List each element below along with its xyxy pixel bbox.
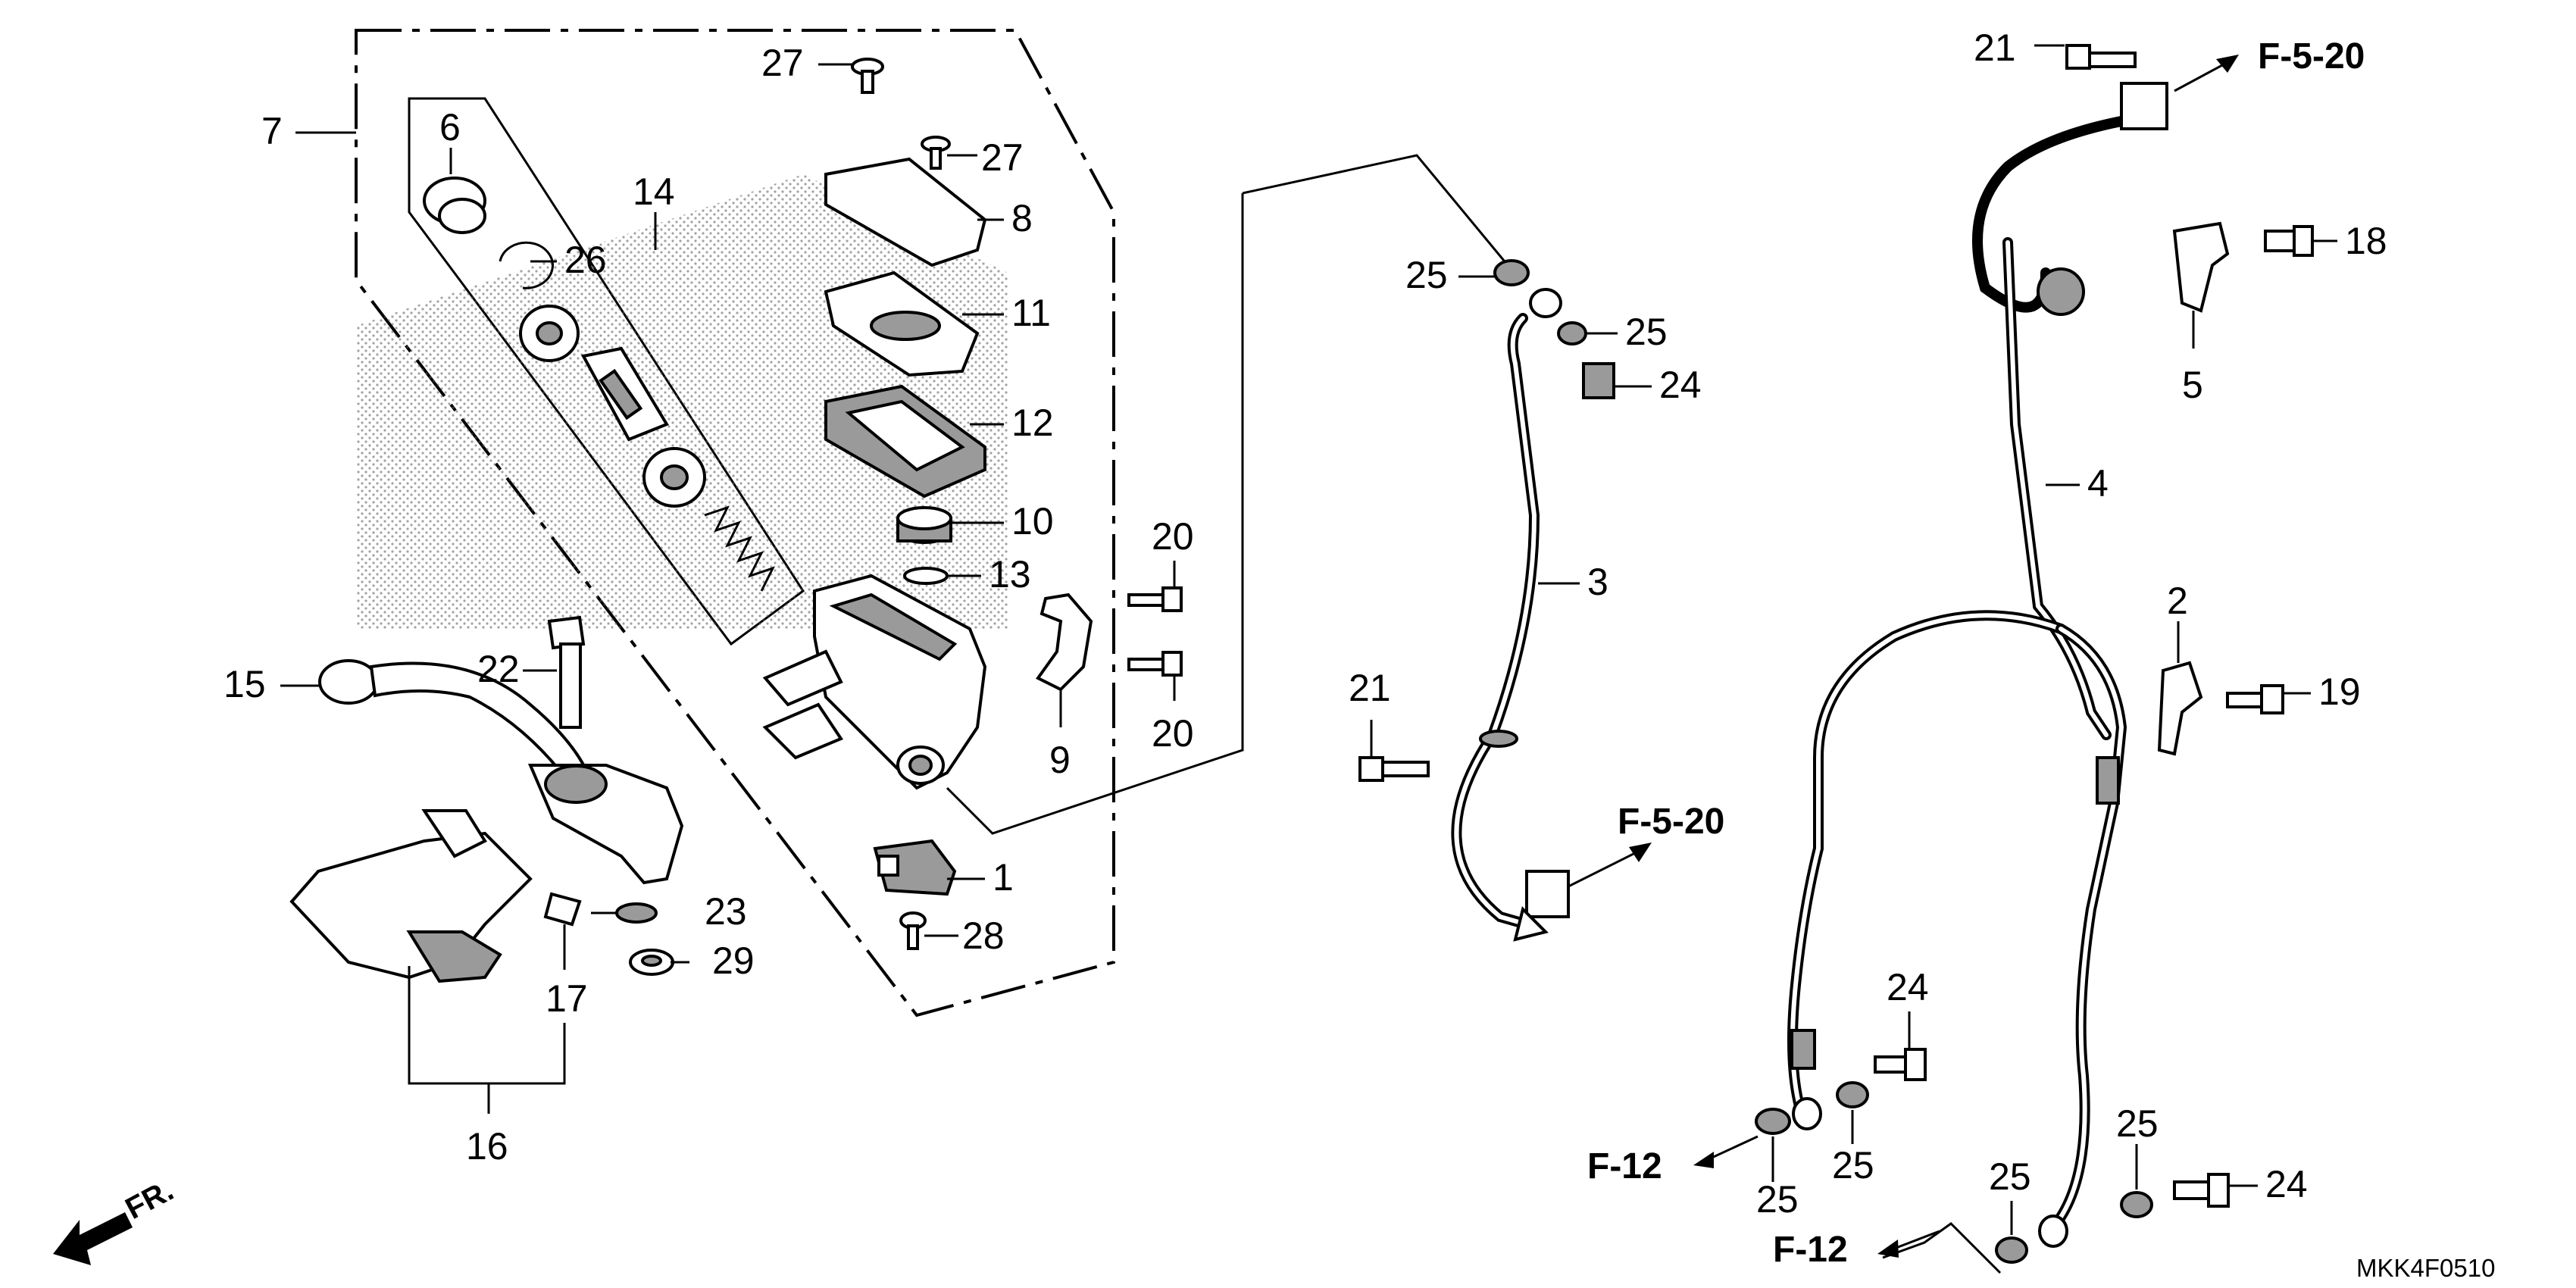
callout-26: 26 <box>564 239 607 281</box>
screw-28 <box>899 911 927 950</box>
bolt-20-lower <box>1127 651 1183 677</box>
brake-hose-lower <box>1787 610 2127 1248</box>
clamp-2 <box>2157 661 2203 756</box>
callout-6: 6 <box>439 106 461 148</box>
brake-hose-4 <box>1972 82 2168 740</box>
boot-6 <box>423 177 486 234</box>
screw-27-top <box>851 58 884 94</box>
group-7-outline <box>355 29 1115 1018</box>
callout-19: 19 <box>2318 671 2361 713</box>
ref-f520-top: F-5-20 <box>2258 36 2365 77</box>
callout-17: 17 <box>546 977 588 1020</box>
banjo-3 <box>1529 288 1562 318</box>
callout-23: 23 <box>705 890 747 933</box>
callout-12: 12 <box>1011 402 1054 444</box>
washer-25-f <box>2120 1191 2153 1218</box>
callout-24-a: 24 <box>1659 364 1702 406</box>
ref-arrow-f520-mid <box>1568 843 1652 888</box>
bolt-24-a <box>1582 362 1615 399</box>
bolt-18 <box>2264 225 2314 257</box>
holder-clamp <box>1036 592 1093 692</box>
seal-cup <box>519 305 580 362</box>
callout-9: 9 <box>1049 739 1071 781</box>
callout-25-d: 25 <box>1832 1144 1874 1186</box>
callout-16: 16 <box>466 1125 508 1168</box>
circlip-26 <box>499 241 554 289</box>
callout-25-b: 25 <box>1625 311 1668 353</box>
callout-21-lower: 21 <box>1349 667 1391 709</box>
callout-25-a: 25 <box>1405 254 1448 296</box>
bolt-24-c <box>2173 1173 2230 1208</box>
washer-25-b <box>1557 321 1587 345</box>
callout-10: 10 <box>1011 500 1054 542</box>
callout-7: 7 <box>261 110 283 152</box>
callout-29: 29 <box>712 939 755 982</box>
pivot-bolt-22 <box>547 615 586 729</box>
front-mark: FR. <box>120 1174 180 1226</box>
callout-21-upper: 21 <box>1974 27 2016 69</box>
ref-arrow-f520-top <box>2174 55 2239 92</box>
callout-13: 13 <box>989 553 1031 596</box>
callout-15: 15 <box>224 663 266 705</box>
callout-1: 1 <box>993 856 1014 899</box>
callout-27-top: 27 <box>761 42 804 84</box>
hose-outline-3b <box>946 193 1244 835</box>
bolt-24-b <box>1874 1048 1927 1081</box>
callout-14: 14 <box>633 170 675 213</box>
front-arrow-icon: FR. <box>53 1174 179 1265</box>
callout-20-lower: 20 <box>1152 712 1194 755</box>
lever-guard <box>289 809 533 983</box>
washer-25-e <box>1995 1236 2028 1264</box>
screw-27-cap <box>921 136 951 170</box>
bracket-5 <box>2172 221 2230 313</box>
washer-25-c <box>1755 1108 1791 1135</box>
callout-8: 8 <box>1011 197 1033 239</box>
spring <box>704 505 775 592</box>
ref-arrow-f12-left <box>1693 1135 1758 1168</box>
callout-18: 18 <box>2345 220 2387 262</box>
reservoir-cap <box>824 157 987 267</box>
brake-hose-3 <box>1451 313 1570 942</box>
callout-4: 4 <box>2087 462 2109 505</box>
master-cylinder-body <box>762 574 987 790</box>
callout-25-e: 25 <box>1989 1155 2031 1198</box>
washer-23 <box>615 902 658 924</box>
bolt-21-b <box>2065 44 2137 70</box>
clip-17 <box>543 892 582 927</box>
float-10 <box>896 506 952 544</box>
bolt-20-upper <box>1127 586 1183 612</box>
piston <box>580 346 669 442</box>
callout-11: 11 <box>1011 292 1051 334</box>
brake-lever <box>318 659 684 885</box>
brake-switch <box>873 839 957 896</box>
nut-29 <box>629 949 674 976</box>
callouts: 1 2 3 4 5 6 7 8 9 10 11 12 13 14 15 16 1… <box>224 27 2387 1221</box>
ref-f520-mid: F-5-20 <box>1618 802 1724 842</box>
leader-lines <box>280 44 2337 1274</box>
callout-2: 2 <box>2167 580 2188 622</box>
callout-28: 28 <box>962 914 1005 957</box>
callout-20-upper: 20 <box>1152 515 1194 558</box>
callout-24-c: 24 <box>2265 1163 2308 1205</box>
ring-13 <box>903 567 949 585</box>
bolt-21-a <box>1358 756 1430 782</box>
callout-3: 3 <box>1587 561 1608 603</box>
ref-f12-left: F-12 <box>1587 1146 1662 1186</box>
diagram-code: MKK4F0510 <box>2356 1254 2495 1282</box>
washer-25-a <box>1493 259 1530 286</box>
callout-27-cap: 27 <box>981 136 1024 179</box>
washer-25-d <box>1836 1081 1869 1108</box>
hose-outline-3 <box>1242 154 1509 266</box>
callout-25-c: 25 <box>1756 1178 1799 1221</box>
seal-cup-2 <box>642 447 706 508</box>
ref-arrow-f12-bottom <box>1877 1230 1940 1258</box>
bolt-19 <box>2226 684 2284 714</box>
callout-25-f: 25 <box>2116 1102 2159 1145</box>
callout-22: 22 <box>477 648 520 690</box>
callout-5: 5 <box>2182 364 2203 406</box>
callout-24-b: 24 <box>1887 966 1929 1008</box>
ref-f12-bottom: F-12 <box>1773 1230 1848 1270</box>
